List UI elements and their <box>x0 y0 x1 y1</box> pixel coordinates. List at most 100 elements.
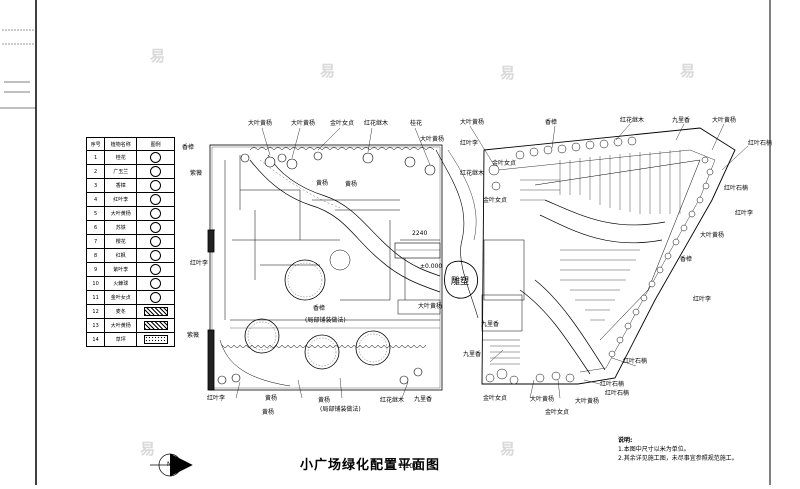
plant-label: 红叶李 <box>460 140 479 147</box>
plant-label: 桂花 <box>410 120 423 127</box>
legend-symbol <box>136 178 175 193</box>
legend-number: 7 <box>85 234 106 249</box>
legend-plant-name: 香樟 <box>104 178 138 193</box>
plant-label: 红叶李 <box>693 296 712 303</box>
legend-plant-name: 草坪 <box>104 332 138 347</box>
legend-header-row: 序号 植物名称 图例 <box>85 137 175 151</box>
legend-number: 5 <box>85 206 106 221</box>
plant-label: 红叶石楠 <box>600 381 625 388</box>
plant-label: 大叶黄杨 <box>700 232 725 239</box>
legend-plant-name: 火棘球 <box>104 276 138 291</box>
plant-label: 红花继木 <box>620 117 645 124</box>
legend-number: 6 <box>85 220 106 235</box>
notes-line: 2.其余详见施工图，未尽事宜参照规范施工。 <box>618 455 738 462</box>
plant-label: 香樟 <box>545 119 558 126</box>
plant-label: 红叶李 <box>735 210 754 217</box>
plant-label: 大叶黄杨 <box>530 396 555 403</box>
watermark: 易 <box>140 440 156 458</box>
legend-number: 3 <box>85 178 106 193</box>
plant-label: 金叶女贞 <box>545 409 570 416</box>
plant-label: 九里香 <box>414 396 433 403</box>
plant-symbol-icon <box>150 250 162 261</box>
legend-number: 4 <box>85 192 106 207</box>
legend-header-symbol: 图例 <box>136 137 175 151</box>
plant-symbol-icon <box>150 278 162 289</box>
elevation-label: ±0.000 <box>420 263 443 270</box>
plant-label: 香樟 <box>182 144 195 151</box>
legend-symbol <box>136 290 175 305</box>
legend-number: 1 <box>85 150 106 165</box>
plant-label: 红叶石楠 <box>748 140 773 147</box>
watermark: 易 <box>500 64 516 82</box>
plant-symbol-icon <box>150 180 162 191</box>
legend-plant-name: 紫叶李 <box>104 262 138 277</box>
legend-symbol <box>136 220 175 235</box>
plant-symbol-icon <box>150 152 162 163</box>
legend-plant-name: 大叶黄杨 <box>104 318 138 333</box>
plant-label: 九里香 <box>463 351 482 358</box>
sculpture-label: 雕塑 <box>451 277 470 287</box>
plant-label: 黄杨 <box>316 180 329 187</box>
plant-symbol-icon <box>143 335 168 344</box>
plant-symbol-icon <box>150 236 162 247</box>
watermark: 易 <box>680 62 696 80</box>
plant-label: 香樟 <box>680 256 693 263</box>
annotation-label: (局部铺装做法) <box>305 317 346 324</box>
drawing-notes: 说明: 1.本图中尺寸以米为单位。 2.其余详见施工图，未尽事宜参照规范施工。 <box>618 436 738 463</box>
legend-number: 12 <box>85 304 106 319</box>
legend-header-name: 植物名称 <box>104 137 138 151</box>
plant-label: 红叶石楠 <box>605 390 630 397</box>
legend-number: 9 <box>85 262 106 277</box>
drawing-title: 小广场绿化配置平面图 <box>300 458 441 473</box>
plant-label: 红叶李 <box>207 395 226 402</box>
legend-plant-name: 麦冬 <box>104 304 138 319</box>
plant-label: 红叶石楠 <box>724 185 749 192</box>
legend-plant-name: 大叶黄杨 <box>104 206 138 221</box>
plant-label: 香樟 <box>313 305 326 312</box>
plant-symbol-icon <box>150 194 162 205</box>
legend-symbol <box>136 206 175 221</box>
plant-label: 黄杨 <box>345 181 358 188</box>
legend-plant-name: 桂花 <box>104 150 138 165</box>
plant-label: 大叶黄杨 <box>291 120 316 127</box>
north-arrow-label: N <box>167 461 172 468</box>
legend-symbol <box>136 150 175 165</box>
annotation-label: (局部铺装做法) <box>320 406 361 413</box>
legend-header-number: 序号 <box>85 137 106 151</box>
legend-number: 2 <box>85 164 106 179</box>
legend-symbol <box>136 332 175 347</box>
legend-symbol <box>136 262 175 277</box>
plant-symbol-icon <box>143 307 168 316</box>
legend-plant-name: 红枫 <box>104 248 138 263</box>
legend-symbol <box>136 234 175 249</box>
plant-symbol-icon <box>150 264 162 275</box>
legend-symbol <box>136 248 175 263</box>
plant-label: 大叶黄杨 <box>418 303 443 310</box>
notes-heading: 说明: <box>618 437 633 444</box>
plant-label: 黄杨 <box>265 395 278 402</box>
plant-symbol-icon <box>143 321 168 330</box>
legend-number: 13 <box>85 318 106 333</box>
legend-number: 8 <box>85 248 106 263</box>
plant-label: 红叶石楠 <box>623 358 648 365</box>
plant-symbol-icon <box>150 292 162 303</box>
legend-plant-name: 金叶女贞 <box>104 290 138 305</box>
plant-label: 紫薇 <box>190 170 203 177</box>
drawing-scale: 1:100 <box>398 462 419 470</box>
plant-symbol-icon <box>150 208 162 219</box>
